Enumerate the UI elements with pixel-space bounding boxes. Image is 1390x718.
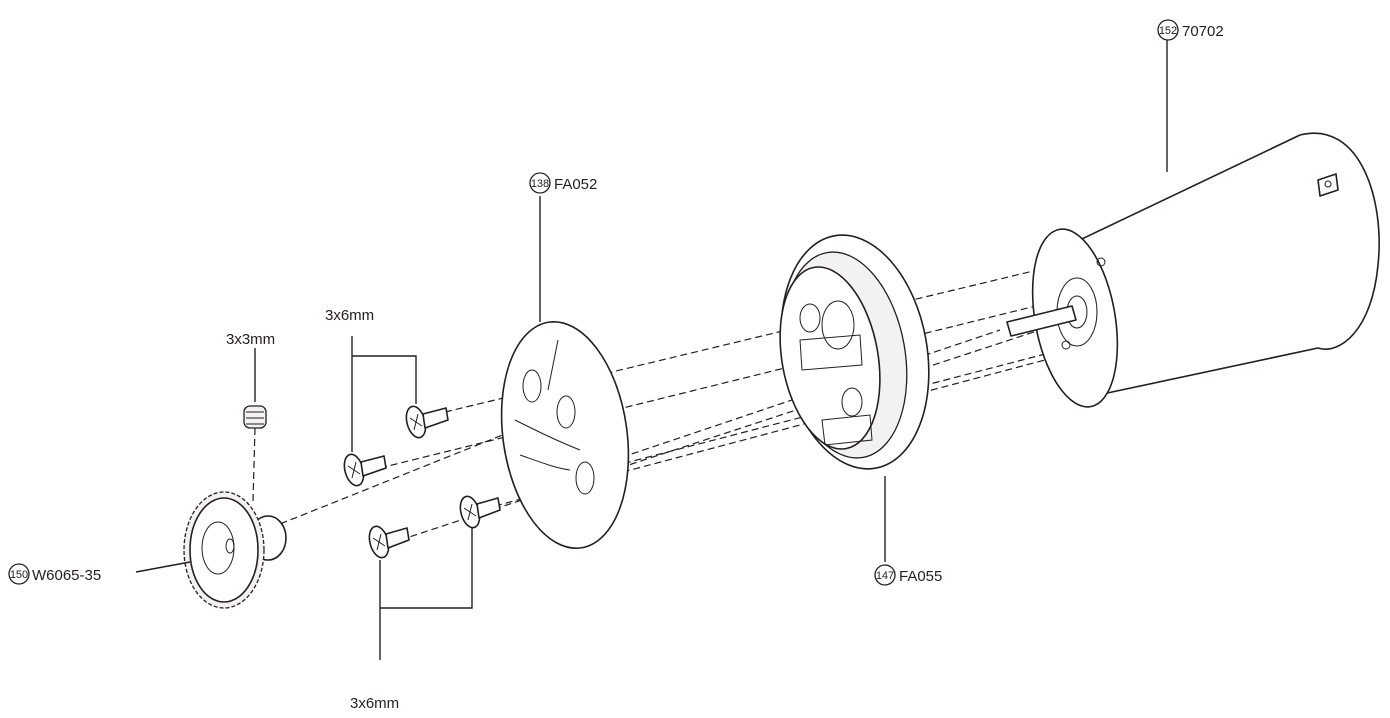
callout-motor-plate: 138 FA052 — [529, 172, 597, 194]
part-code: W6065-35 — [32, 567, 101, 584]
callout-number: 138 — [531, 178, 549, 190]
callout-number: 147 — [876, 570, 894, 582]
motor-terminal — [1317, 173, 1339, 197]
lower-screws-size-label: 3x6mm — [350, 695, 399, 712]
motor-mount — [779, 234, 930, 470]
set-screw-size-label: 3x3mm — [226, 331, 275, 348]
assembly-guide-lines — [252, 254, 1101, 541]
part-code: FA052 — [554, 176, 597, 193]
callout-motor: 152 70702 — [1157, 19, 1224, 41]
leader-lines — [135, 40, 1168, 660]
set-screw — [243, 405, 267, 429]
callout-circle — [529, 172, 551, 194]
callout-number: 152 — [1159, 25, 1177, 37]
callout-motor-mount: 147 FA055 — [874, 564, 942, 586]
motor — [1006, 132, 1380, 408]
upper-screw-a — [405, 405, 449, 439]
part-code: 70702 — [1182, 23, 1224, 40]
upper-screws-size-label: 3x6mm — [325, 307, 374, 324]
motor-shaft — [1006, 305, 1077, 337]
lower-screw-b — [459, 495, 501, 529]
callout-number: 150 — [10, 569, 28, 581]
callout-circle — [8, 563, 30, 585]
callout-circle — [1157, 19, 1179, 41]
motor-plate — [500, 320, 630, 550]
callout-circle — [874, 564, 896, 586]
callout-pinion-gear: 150 W6065-35 — [8, 563, 101, 585]
lower-screw-a — [368, 525, 410, 559]
part-code: FA055 — [899, 568, 942, 585]
upper-screw-b — [343, 453, 387, 487]
pinion-gear — [183, 491, 287, 609]
